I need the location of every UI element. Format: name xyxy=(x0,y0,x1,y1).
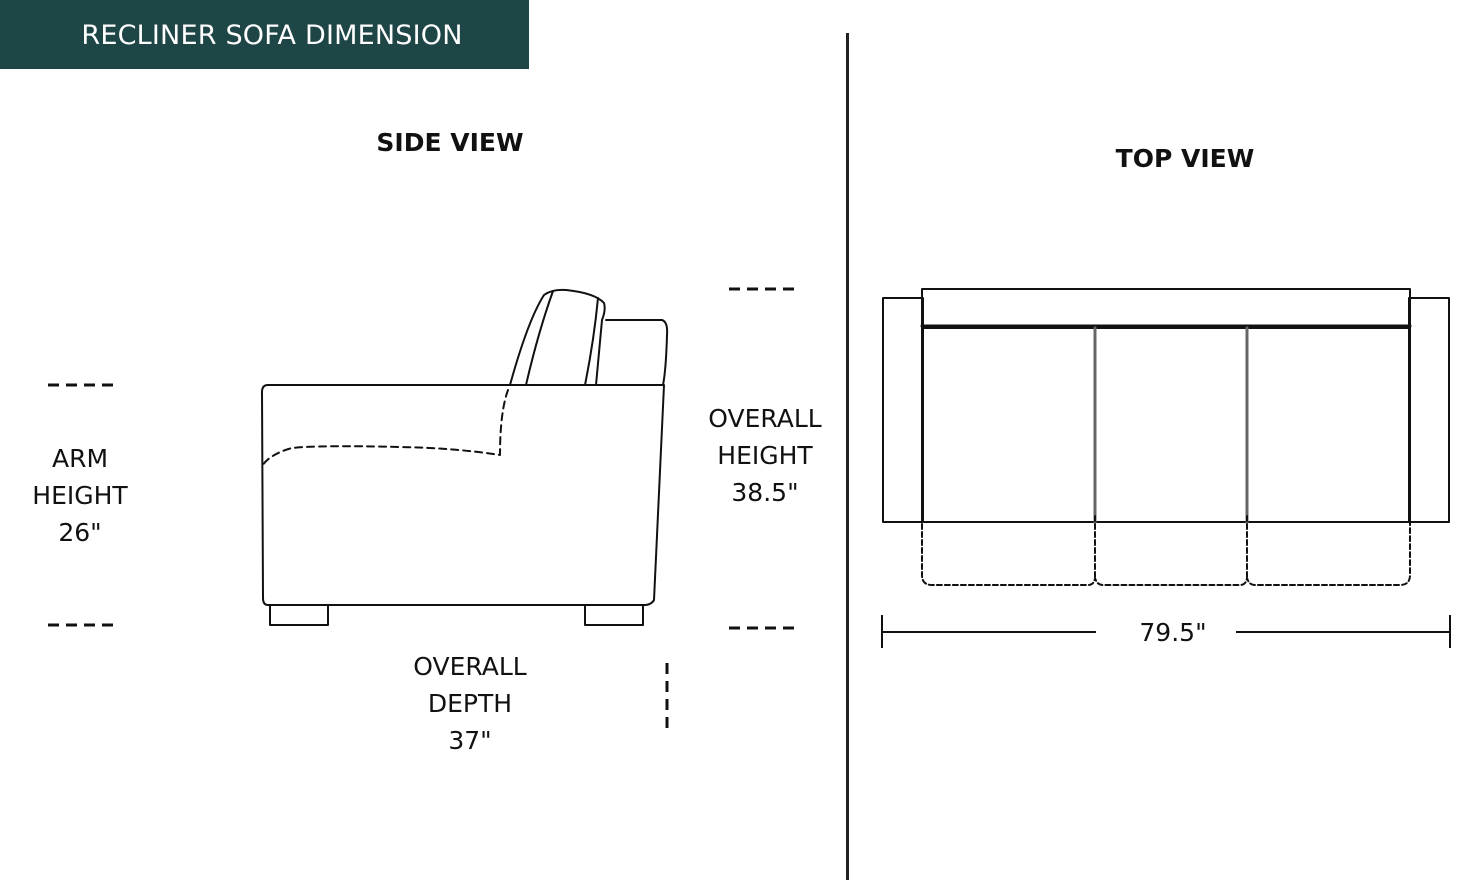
side-sofa-body xyxy=(261,384,665,606)
top-sofa-recliner-extension xyxy=(921,515,1411,586)
side-sofa-seat-dashed xyxy=(261,389,509,467)
overall-height-label: OVERALL HEIGHT 38.5" xyxy=(708,404,822,507)
page-title: RECLINER SOFA DIMENSION xyxy=(81,20,463,51)
header-banner xyxy=(0,0,529,69)
top-sofa-right-arm xyxy=(1408,297,1450,523)
side-sofa-back-inner xyxy=(525,290,554,386)
overall-width-label: 79.5" xyxy=(1139,618,1207,647)
overall-depth-label: OVERALL DEPTH 37" xyxy=(413,652,527,755)
arm-height-label: ARM HEIGHT 26" xyxy=(32,444,128,547)
top-sofa-left-arm xyxy=(882,297,924,523)
side-sofa-back-inner2 xyxy=(584,297,599,386)
top-sofa-back xyxy=(921,288,1411,329)
side-sofa-back-cushion xyxy=(509,288,606,386)
side-view-title: SIDE VIEW xyxy=(376,128,524,157)
side-sofa-headrest xyxy=(605,319,669,386)
side-sofa-leg-back xyxy=(584,604,644,626)
top-sofa-seat xyxy=(921,327,1411,523)
side-sofa-leg-front xyxy=(269,604,329,626)
top-view-title: TOP VIEW xyxy=(1115,144,1255,173)
view-divider xyxy=(846,33,849,880)
